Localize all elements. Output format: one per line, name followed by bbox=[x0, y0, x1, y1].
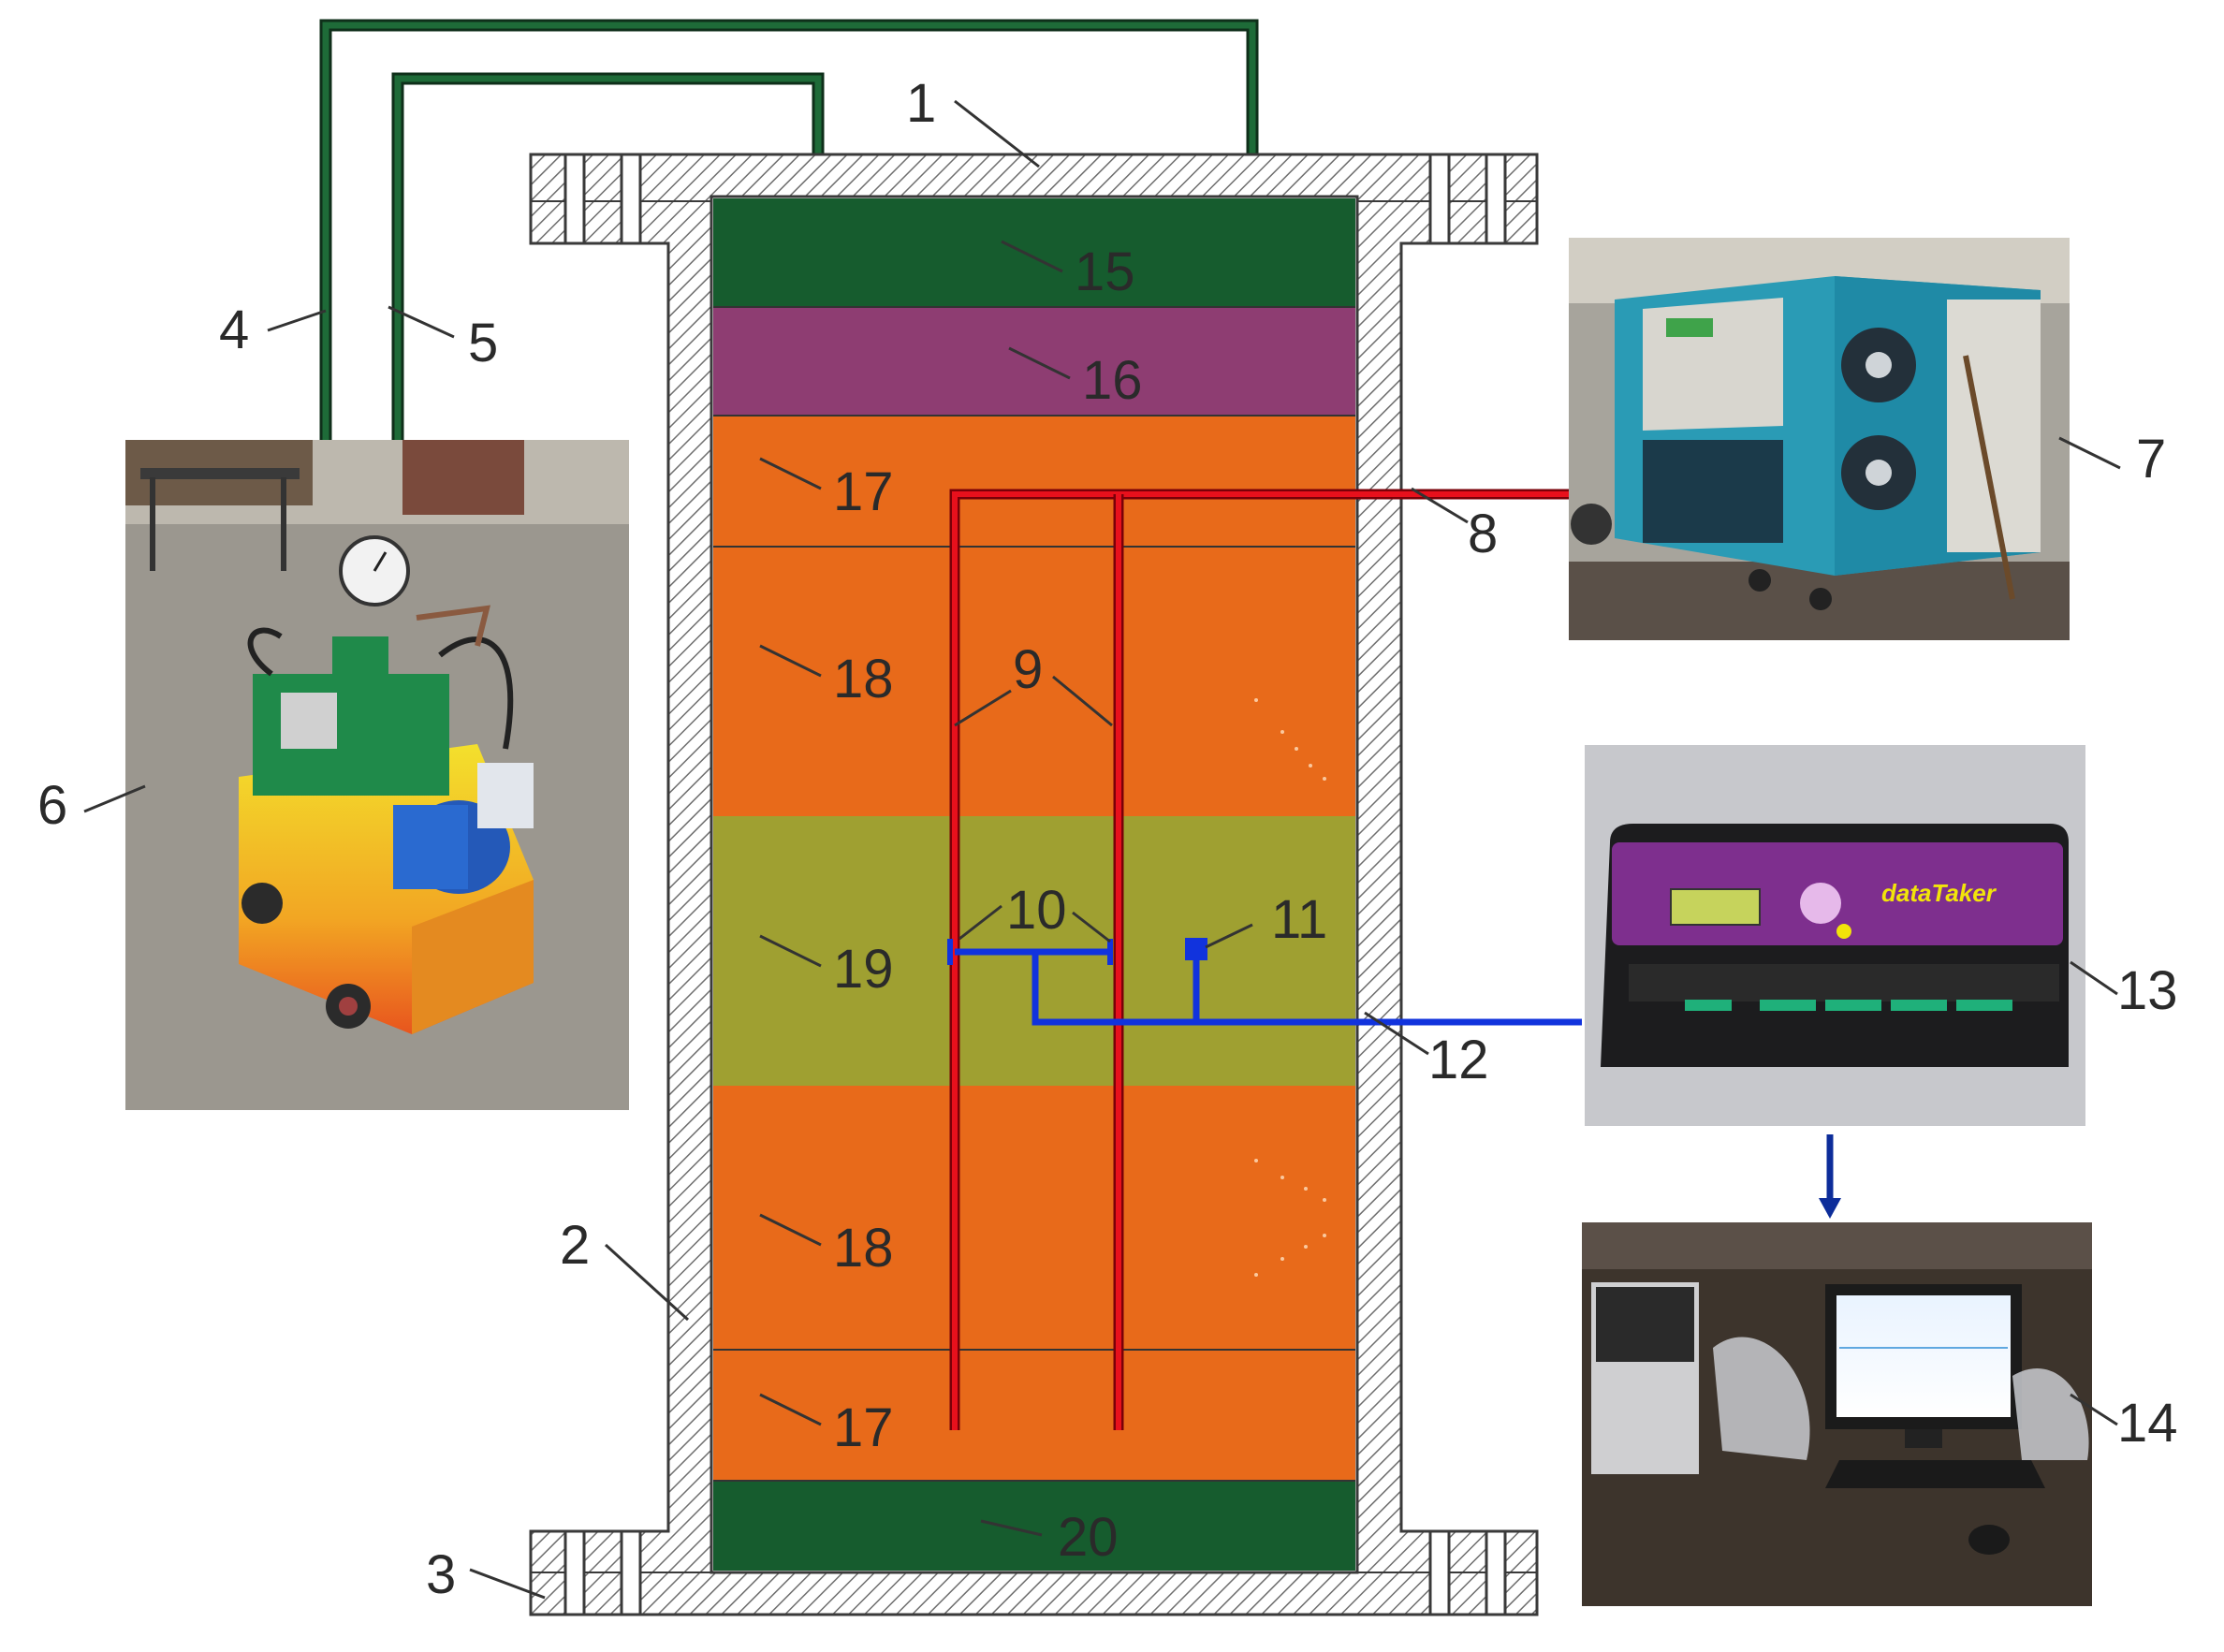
label-13: 13 bbox=[2117, 960, 2178, 1021]
label-12: 12 bbox=[1428, 1030, 1489, 1090]
layer-15-top-platen bbox=[713, 198, 1355, 307]
bolt bbox=[1485, 1529, 1507, 1616]
hydraulic-pipe-5 bbox=[391, 72, 825, 440]
label-14: 14 bbox=[2117, 1393, 2178, 1454]
leader-lines bbox=[83, 99, 2121, 1600]
cooling-pipes bbox=[949, 489, 1571, 1430]
logger-brand-text: dataTaker bbox=[1881, 879, 1997, 907]
label-17-bottom: 17 bbox=[833, 1397, 894, 1458]
hydraulic-pipe-4 bbox=[319, 19, 1259, 440]
bolt bbox=[1428, 153, 1451, 245]
label-7: 7 bbox=[2136, 429, 2166, 490]
bolt bbox=[563, 1529, 586, 1616]
label-3: 3 bbox=[426, 1544, 456, 1605]
label-20: 20 bbox=[1058, 1507, 1119, 1568]
label-8: 8 bbox=[1468, 504, 1498, 564]
layer-18-top bbox=[713, 547, 1355, 816]
computer-photo bbox=[1582, 1222, 2092, 1606]
bolt bbox=[620, 153, 642, 245]
bolt bbox=[1485, 153, 1507, 245]
sensor-wiring bbox=[947, 938, 1582, 1026]
layer-18-bottom bbox=[713, 1086, 1355, 1350]
label-5: 5 bbox=[468, 313, 498, 373]
bolt bbox=[1428, 1529, 1451, 1616]
label-2: 2 bbox=[560, 1215, 590, 1276]
refrigeration-unit-photo bbox=[1569, 238, 2070, 640]
label-6: 6 bbox=[37, 775, 67, 836]
bolt bbox=[620, 1529, 642, 1616]
pore-pressure-sensor bbox=[1185, 938, 1207, 960]
layer-17-top bbox=[713, 416, 1355, 547]
bolt bbox=[563, 153, 586, 245]
label-4: 4 bbox=[219, 300, 249, 360]
layer-20-bottom-platen bbox=[713, 1481, 1355, 1571]
label-11: 11 bbox=[1271, 889, 1327, 950]
label-15: 15 bbox=[1075, 241, 1135, 302]
label-1: 1 bbox=[906, 73, 936, 134]
label-17-top: 17 bbox=[833, 461, 894, 522]
label-19: 19 bbox=[833, 939, 894, 1000]
sample-layers bbox=[713, 198, 1355, 1571]
label-18-bottom: 18 bbox=[833, 1218, 894, 1279]
data-logger-photo: dataTaker bbox=[1585, 745, 2085, 1126]
label-16: 16 bbox=[1082, 350, 1143, 411]
data-flow-arrow bbox=[1819, 1134, 1841, 1219]
label-18-top: 18 bbox=[833, 649, 894, 709]
hydraulic-pump-photo bbox=[125, 440, 629, 1110]
label-10: 10 bbox=[1006, 880, 1067, 941]
layer-17-bottom bbox=[713, 1350, 1355, 1481]
label-9: 9 bbox=[1013, 639, 1043, 700]
